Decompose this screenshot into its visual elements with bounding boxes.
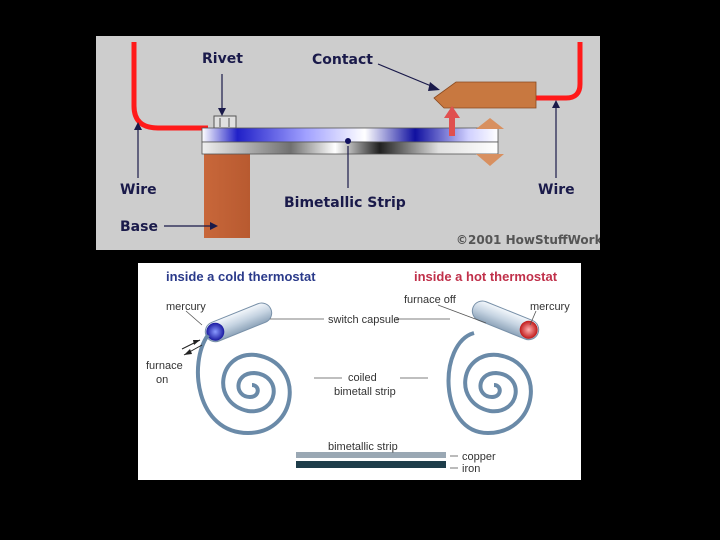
upward-arrow <box>444 106 460 136</box>
contact-label: Contact <box>312 52 373 68</box>
furnace-off-label: furnace off <box>404 294 457 306</box>
furnace-on-label-line2: on <box>156 374 168 386</box>
bimetallic-strip-diagram: Rivet Contact Wire Wire Base Bimetallic … <box>96 36 600 250</box>
base-label: Base <box>120 219 158 235</box>
strip-pointer-dot <box>345 138 351 144</box>
hot-switch-capsule <box>471 300 540 341</box>
switch-capsule-label: switch capsule <box>328 314 400 326</box>
bimetallic-strip-label: Bimetallic Strip <box>284 195 406 211</box>
cold-coil <box>195 333 292 436</box>
rivet <box>213 115 237 129</box>
cold-thermostat-title: inside a cold thermostat <box>166 269 316 284</box>
bimetallic-strip-copper <box>296 452 446 458</box>
copyright-text: ©2001 HowStuffWorks <box>456 233 600 247</box>
left-wire <box>131 42 208 131</box>
iron-label: iron <box>462 463 480 475</box>
coiled-label-line1: coiled <box>348 372 377 384</box>
contact-top <box>433 81 537 109</box>
bimetallic-strip-caption: bimetallic strip <box>328 441 398 453</box>
copper-label: copper <box>462 451 496 463</box>
thermostat-svg: inside a cold thermostat inside a hot th… <box>146 269 570 475</box>
wire-right-label: Wire <box>538 182 575 198</box>
bimetallic-strip-svg: Rivet Contact Wire Wire Base Bimetallic … <box>120 42 600 247</box>
coiled-label-line2: bimetall strip <box>334 386 396 398</box>
bimetallic-strip-iron <box>296 461 446 468</box>
furnace-on-label-line1: furnace <box>146 360 183 372</box>
strip-lower-layer <box>201 141 499 155</box>
thermostat-diagram: inside a cold thermostat inside a hot th… <box>138 263 581 480</box>
right-wire <box>536 42 583 101</box>
cold-mercury-blob <box>206 322 225 341</box>
mercury-left-label: mercury <box>166 301 206 313</box>
hot-mercury-blob <box>519 320 538 339</box>
contact-bottom-diamond <box>476 118 504 129</box>
rivet-label: Rivet <box>202 51 243 67</box>
hot-thermostat-title: inside a hot thermostat <box>414 269 558 284</box>
hot-coil <box>446 331 533 436</box>
wire-left-label: Wire <box>120 182 157 198</box>
cold-switch-capsule <box>204 302 273 343</box>
mercury-right-label: mercury <box>530 301 570 313</box>
